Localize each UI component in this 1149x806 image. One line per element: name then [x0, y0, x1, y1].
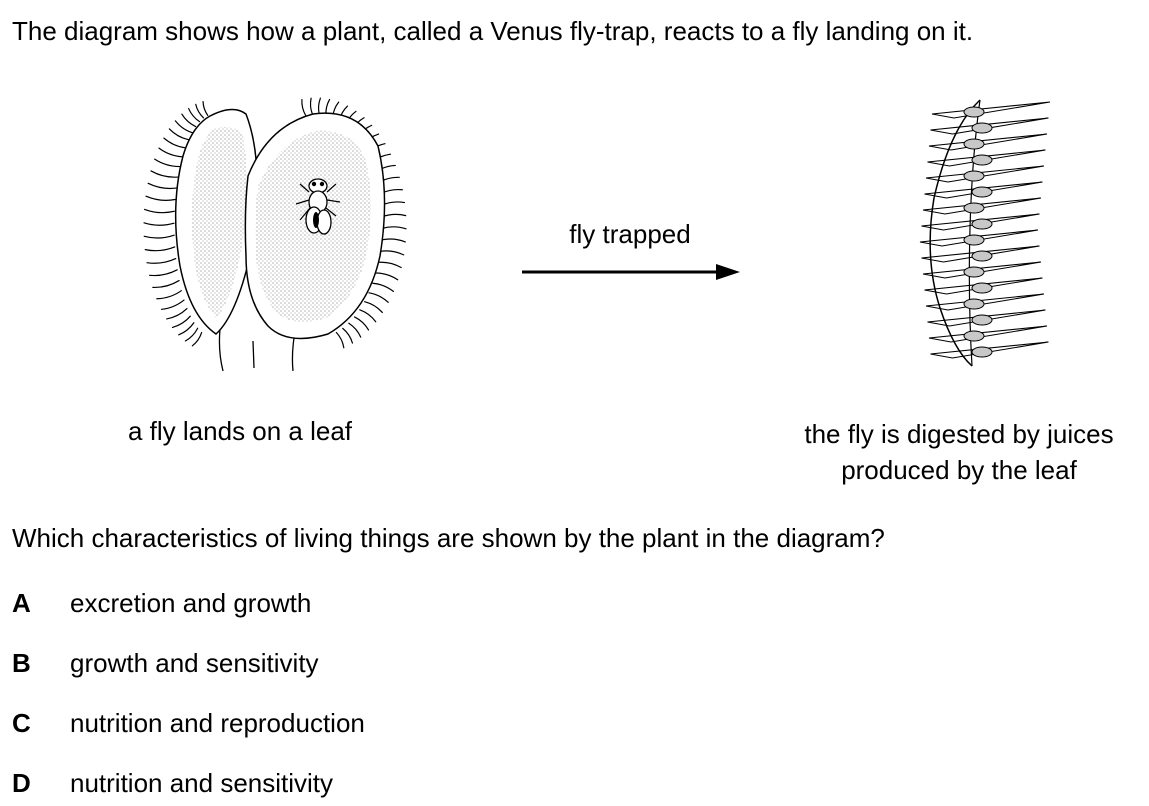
bristle	[158, 147, 184, 158]
trap-spike	[925, 165, 1045, 183]
bristle	[146, 257, 177, 264]
digestive-gland	[971, 154, 993, 166]
caption-fly-digested: the fly is digested by juices produced b…	[770, 416, 1148, 488]
bristle	[381, 226, 407, 230]
bristle	[143, 222, 175, 226]
bristle	[381, 213, 407, 218]
bristle	[309, 97, 314, 115]
bristle	[156, 290, 182, 300]
trap-spike	[925, 293, 1045, 311]
bristle	[178, 322, 195, 336]
open-trap-figure	[128, 86, 408, 381]
bristle	[174, 120, 193, 134]
digestive-gland	[971, 122, 993, 134]
digestive-gland	[963, 298, 985, 310]
digestive-gland	[963, 330, 985, 342]
bristle	[143, 234, 175, 239]
bristle	[317, 97, 321, 115]
bristle	[348, 322, 362, 338]
bristle	[145, 195, 176, 201]
trap-spike	[928, 133, 1048, 151]
digestive-gland	[971, 186, 993, 198]
bristle	[359, 309, 377, 323]
option-letter: C	[12, 708, 31, 738]
bristle	[195, 103, 205, 119]
question-text: Which characteristics of living things a…	[12, 523, 885, 553]
option-letter: D	[12, 768, 31, 798]
caption-right-line-2: produced by the leaf	[841, 455, 1077, 485]
bristle	[372, 282, 394, 292]
arrow	[518, 258, 748, 293]
intro-text: The diagram shows how a plant, called a …	[12, 16, 974, 46]
bristle	[166, 308, 188, 320]
digestive-gland	[971, 250, 993, 262]
bristle	[364, 301, 383, 314]
digestive-gland	[971, 314, 993, 326]
digestive-gland	[963, 138, 985, 150]
caption-right-line-1: the fly is digested by juices	[804, 419, 1114, 449]
trap-spike	[928, 325, 1048, 343]
option-text: nutrition and sensitivity	[70, 768, 334, 798]
bristle	[144, 208, 175, 214]
bristle	[301, 98, 307, 116]
bristle	[171, 315, 191, 329]
bristle	[368, 292, 389, 303]
option-letter: A	[12, 588, 31, 618]
digestive-gland	[963, 106, 985, 118]
bristle	[154, 158, 181, 168]
right-arrow-icon	[522, 264, 740, 280]
caption-fly-lands: a fly lands on a leaf	[128, 416, 353, 446]
option-text: nutrition and reproduction	[70, 708, 365, 738]
option-text: excretion and growth	[70, 588, 312, 618]
bristle	[152, 279, 180, 289]
bristle	[377, 261, 402, 269]
option-text: growth and sensitivity	[70, 648, 319, 678]
bristle	[168, 128, 190, 141]
bristle	[191, 331, 203, 347]
bristle	[147, 182, 177, 190]
bristle	[335, 331, 345, 349]
digestive-gland	[963, 234, 985, 246]
bristle	[148, 269, 178, 277]
bristle	[202, 100, 209, 116]
bristle	[342, 327, 354, 344]
open-venus-flytrap-icon	[143, 97, 407, 372]
bristle	[353, 316, 370, 331]
digestive-gland	[963, 170, 985, 182]
bristle	[188, 107, 201, 123]
option-letter: B	[12, 648, 31, 678]
digestive-gland	[963, 202, 985, 214]
bristle	[184, 327, 199, 342]
bristle	[150, 170, 179, 178]
bristle	[379, 250, 405, 256]
arrow-label: fly trapped	[569, 219, 691, 249]
trap-spike	[931, 101, 1051, 119]
digestive-gland	[971, 346, 993, 358]
digestive-gland	[971, 218, 993, 230]
bristle	[375, 272, 399, 281]
bristle	[163, 137, 186, 149]
bristle	[380, 238, 406, 243]
digestive-gland	[971, 282, 993, 294]
bristle	[160, 299, 185, 310]
closed-trap-figure	[910, 88, 1051, 378]
fly-icon	[295, 178, 341, 235]
closed-venus-flytrap-icon	[919, 99, 1051, 367]
bristle	[181, 113, 197, 128]
digestive-gland	[963, 266, 985, 278]
bristle	[144, 246, 176, 252]
